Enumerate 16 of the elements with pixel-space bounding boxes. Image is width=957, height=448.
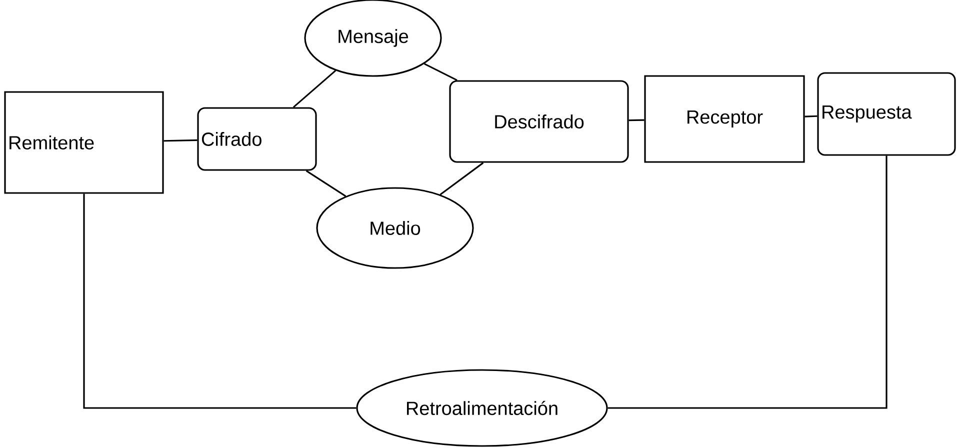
rounded-box: Respuesta	[817, 72, 956, 156]
process-box: Remitente	[4, 91, 164, 194]
rounded-box: Descifrado	[449, 80, 629, 163]
connector-line	[440, 162, 484, 196]
connector-line	[292, 70, 336, 108]
ellipse-node: Retroalimentación	[356, 369, 608, 447]
connector-line	[306, 170, 346, 197]
connector-line	[164, 139, 198, 142]
ellipse-node: Medio	[316, 187, 474, 269]
connector-line	[628, 119, 644, 122]
connector-line	[804, 115, 818, 118]
connector-line	[608, 156, 888, 409]
connector-line	[424, 63, 458, 81]
process-box: Receptor	[644, 75, 805, 163]
rounded-box: Cifrado	[197, 107, 317, 171]
connector-line	[83, 194, 356, 409]
